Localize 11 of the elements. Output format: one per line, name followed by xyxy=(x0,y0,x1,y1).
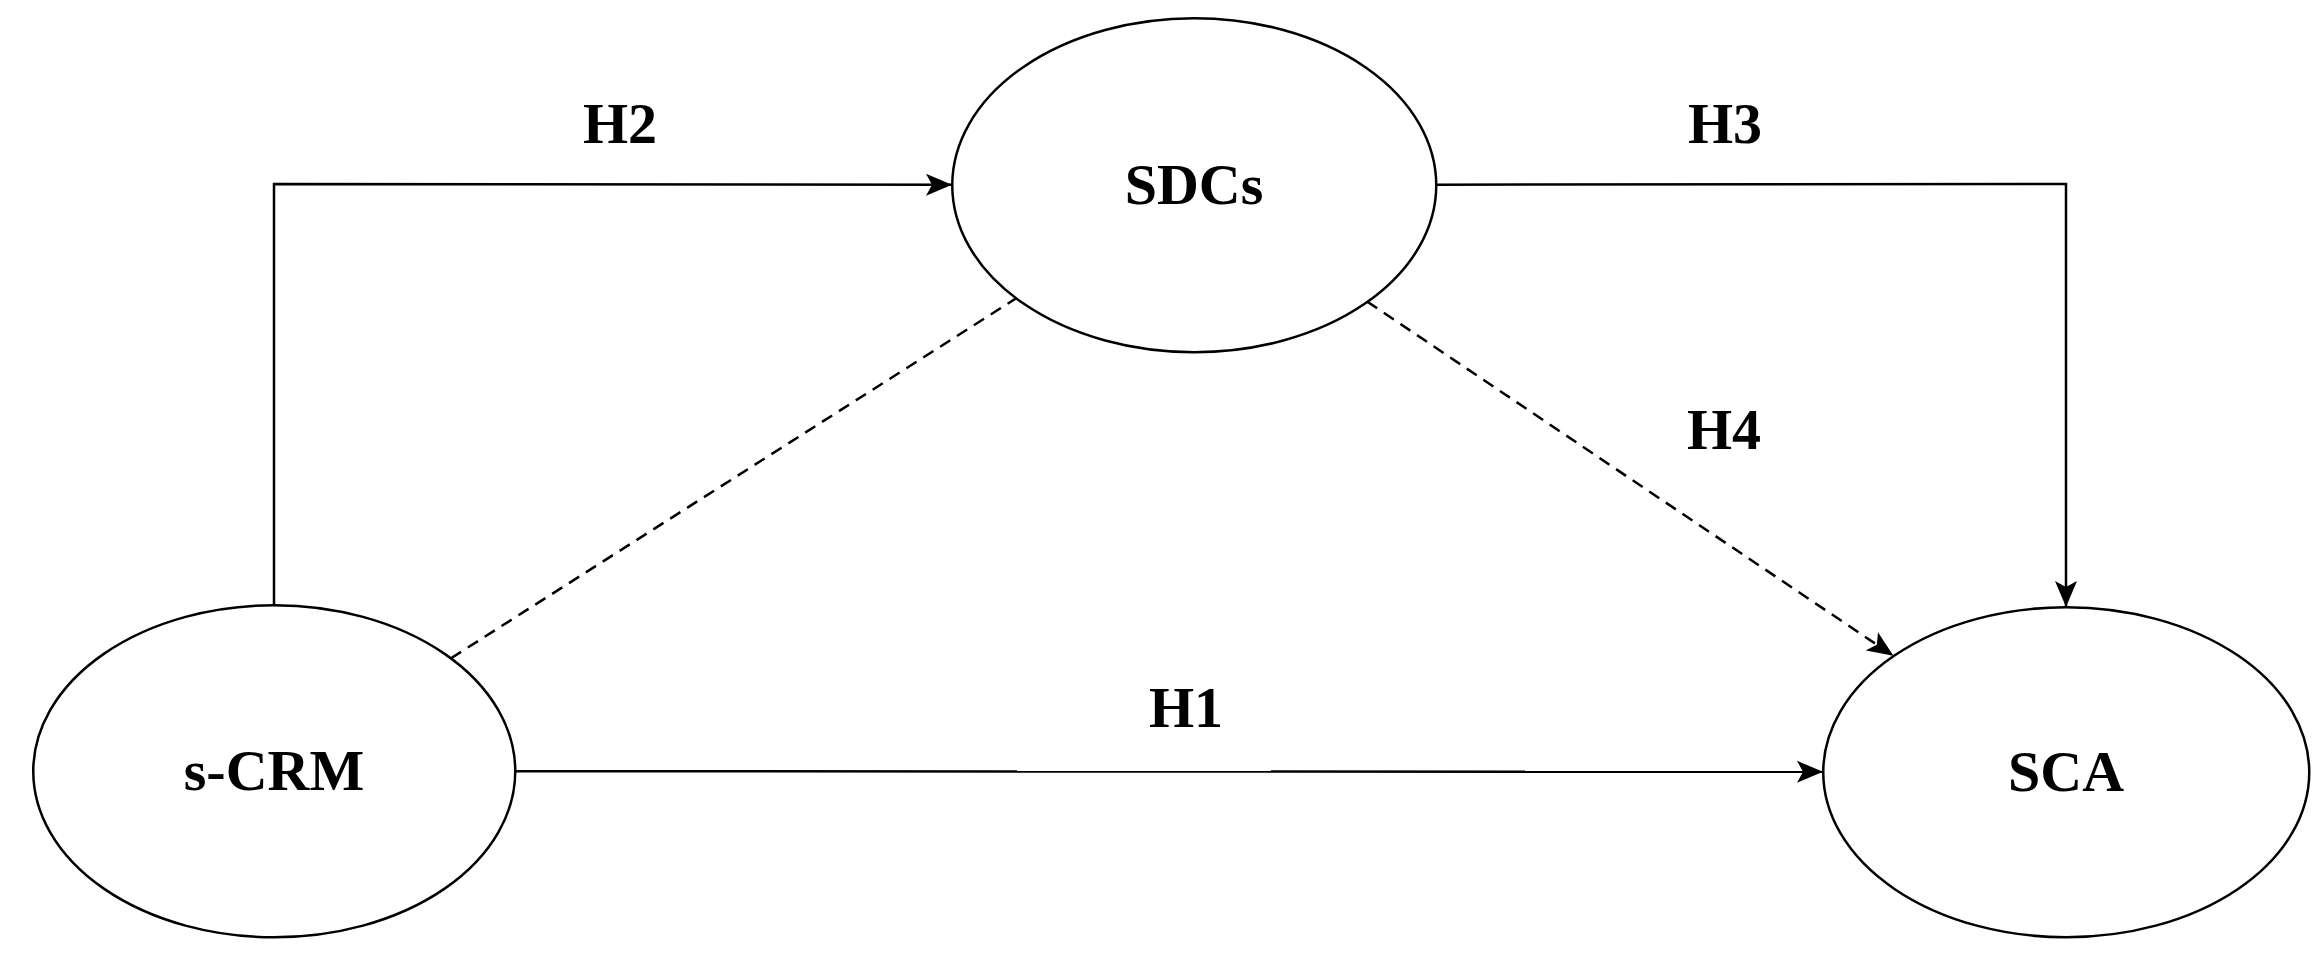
construct-label: s-CRM xyxy=(183,742,365,800)
arrow xyxy=(1436,182,2077,607)
arrow xyxy=(272,173,952,605)
dashed-line xyxy=(450,297,1017,660)
ellipse-node xyxy=(31,603,517,939)
construct-label: SCA xyxy=(2008,743,2124,801)
ellipse-node xyxy=(950,16,1438,354)
arrow xyxy=(515,760,1823,783)
dashed-arrow xyxy=(1366,300,1895,657)
ellipse-node xyxy=(1821,605,2311,939)
construct-label: SDCs xyxy=(1124,156,1264,214)
